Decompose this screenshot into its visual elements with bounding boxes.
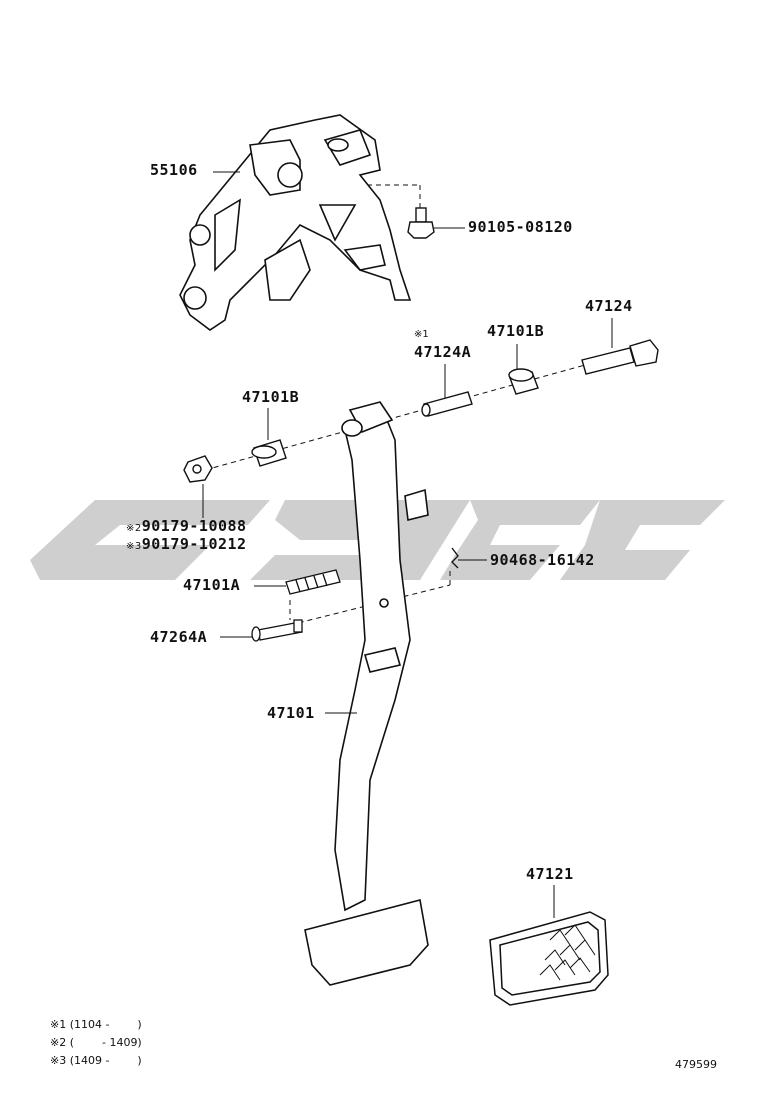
label-47121[interactable]: 47121 [526, 865, 574, 883]
label-90179-10212[interactable]: ※390179-10212 [126, 535, 247, 553]
text-90179-10212: 90179-10212 [141, 535, 247, 553]
label-47101b-right[interactable]: 47101B [487, 322, 545, 340]
leader-lines [202, 171, 613, 918]
mark-90179-10212: ※3 [126, 541, 142, 552]
label-55106[interactable]: 55106 [150, 161, 198, 179]
nut-90179 [183, 455, 213, 483]
note-2: ※2 ( - 1409) [50, 1036, 142, 1049]
bushing-47101b-right [508, 368, 539, 395]
sleeve-47124a [421, 391, 473, 417]
note-1: ※1 (1104 - ) [50, 1018, 142, 1031]
mark-90179-10088: ※2 [126, 523, 142, 534]
label-90468-16142[interactable]: 90468-16142 [490, 551, 595, 569]
label-90179-10088[interactable]: ※290179-10088 [126, 517, 247, 535]
pedal-pad-47121 [489, 911, 609, 1006]
diagram-id: 479599 [675, 1058, 717, 1071]
clip-90468-16142 [451, 547, 459, 569]
label-47264a[interactable]: 47264A [150, 628, 208, 646]
label-47101b-left[interactable]: 47101B [242, 388, 300, 406]
bracket-55106 [179, 114, 412, 331]
bolt-47124 [581, 339, 659, 375]
label-47101a[interactable]: 47101A [183, 576, 241, 594]
label-47124a[interactable]: 47124A [414, 343, 472, 361]
mark-47124a: ※1 [414, 329, 429, 340]
pin-47264a [251, 619, 303, 642]
bushing-47101b-left [251, 439, 287, 467]
bolt-90105-08120 [407, 207, 435, 239]
label-47101[interactable]: 47101 [267, 704, 315, 722]
pedal-arm-47101 [304, 401, 429, 986]
note-3: ※3 (1409 - ) [50, 1054, 142, 1067]
label-90105-08120[interactable]: 90105-08120 [468, 218, 573, 236]
text-90179-10088: 90179-10088 [141, 517, 247, 535]
label-47124[interactable]: 47124 [585, 297, 633, 315]
stopper-47101a [285, 569, 341, 595]
